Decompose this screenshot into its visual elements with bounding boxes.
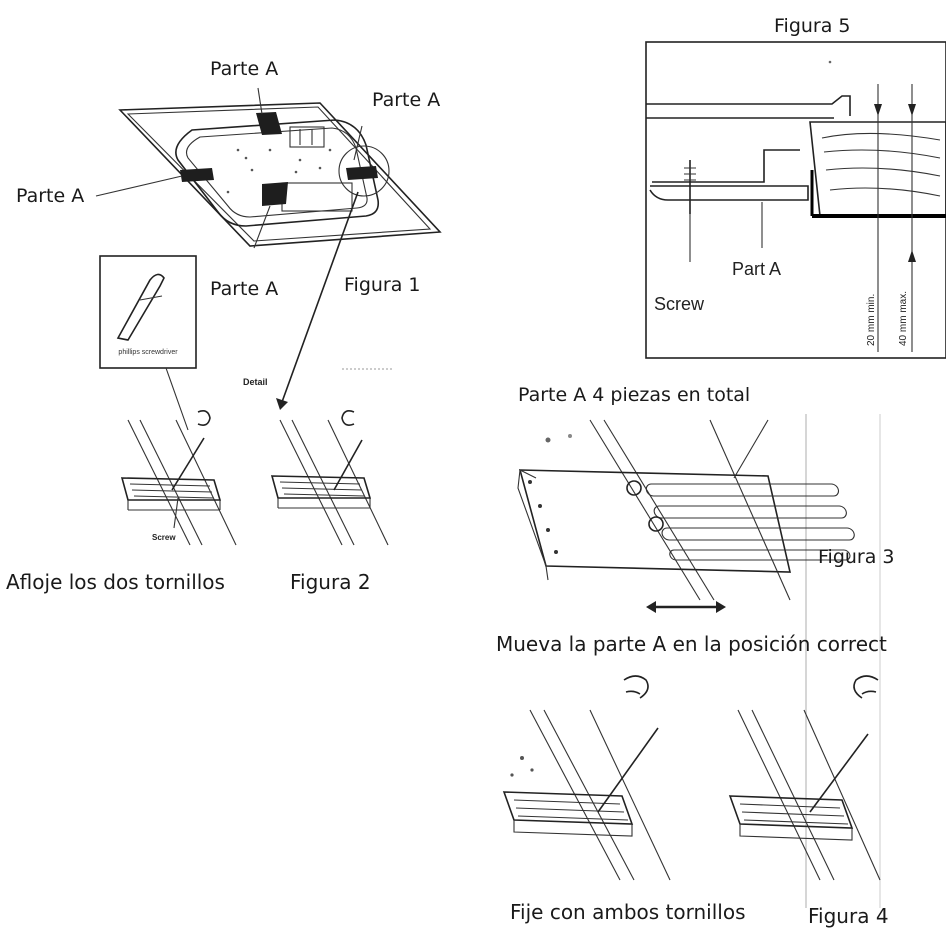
detail-caption: Detail bbox=[243, 377, 268, 387]
screw-en-label: Screw bbox=[654, 294, 705, 314]
screwdriver-inset: phillips screwdriver bbox=[99, 255, 197, 431]
dim-max-label: 40 mm max. bbox=[898, 291, 909, 346]
part-a-en-label: Part A bbox=[732, 259, 781, 279]
figure-4-drawing bbox=[502, 675, 881, 881]
mueva-caption: Mueva la parte A en la posición correct bbox=[496, 632, 887, 656]
parte-a-top-label: Parte A bbox=[210, 58, 279, 80]
parte-a-left-label: Parte A bbox=[16, 185, 85, 207]
figura-4-label: Figura 4 bbox=[808, 904, 889, 928]
figura-5-label: Figura 5 bbox=[774, 15, 851, 37]
parte-a-bottom-label: Parte A bbox=[210, 278, 279, 300]
screw-caption: Screw bbox=[152, 533, 176, 542]
cooktop-panel-drawing bbox=[95, 87, 442, 410]
figura-2-label: Figura 2 bbox=[290, 570, 371, 594]
screwdriver-caption: phillips screwdriver bbox=[118, 349, 178, 356]
parte-a-total-label: Parte A 4 piezas en total bbox=[518, 384, 751, 406]
fije-caption: Fije con ambos tornillos bbox=[510, 900, 746, 924]
afloje-caption: Afloje los dos tornillos bbox=[6, 570, 225, 594]
dim-min-label: 20 mm min. bbox=[866, 294, 877, 346]
figure-5-drawing: 20 mm min. 40 mm max. Part A Screw bbox=[645, 41, 946, 359]
figure-3-drawing bbox=[517, 414, 881, 908]
figure-2-drawing: Detail Screw bbox=[120, 368, 392, 546]
figura-1-label: Figura 1 bbox=[344, 274, 421, 296]
figura-3-label: Figura 3 bbox=[818, 546, 895, 568]
parte-a-right-label: Parte A bbox=[372, 89, 441, 111]
